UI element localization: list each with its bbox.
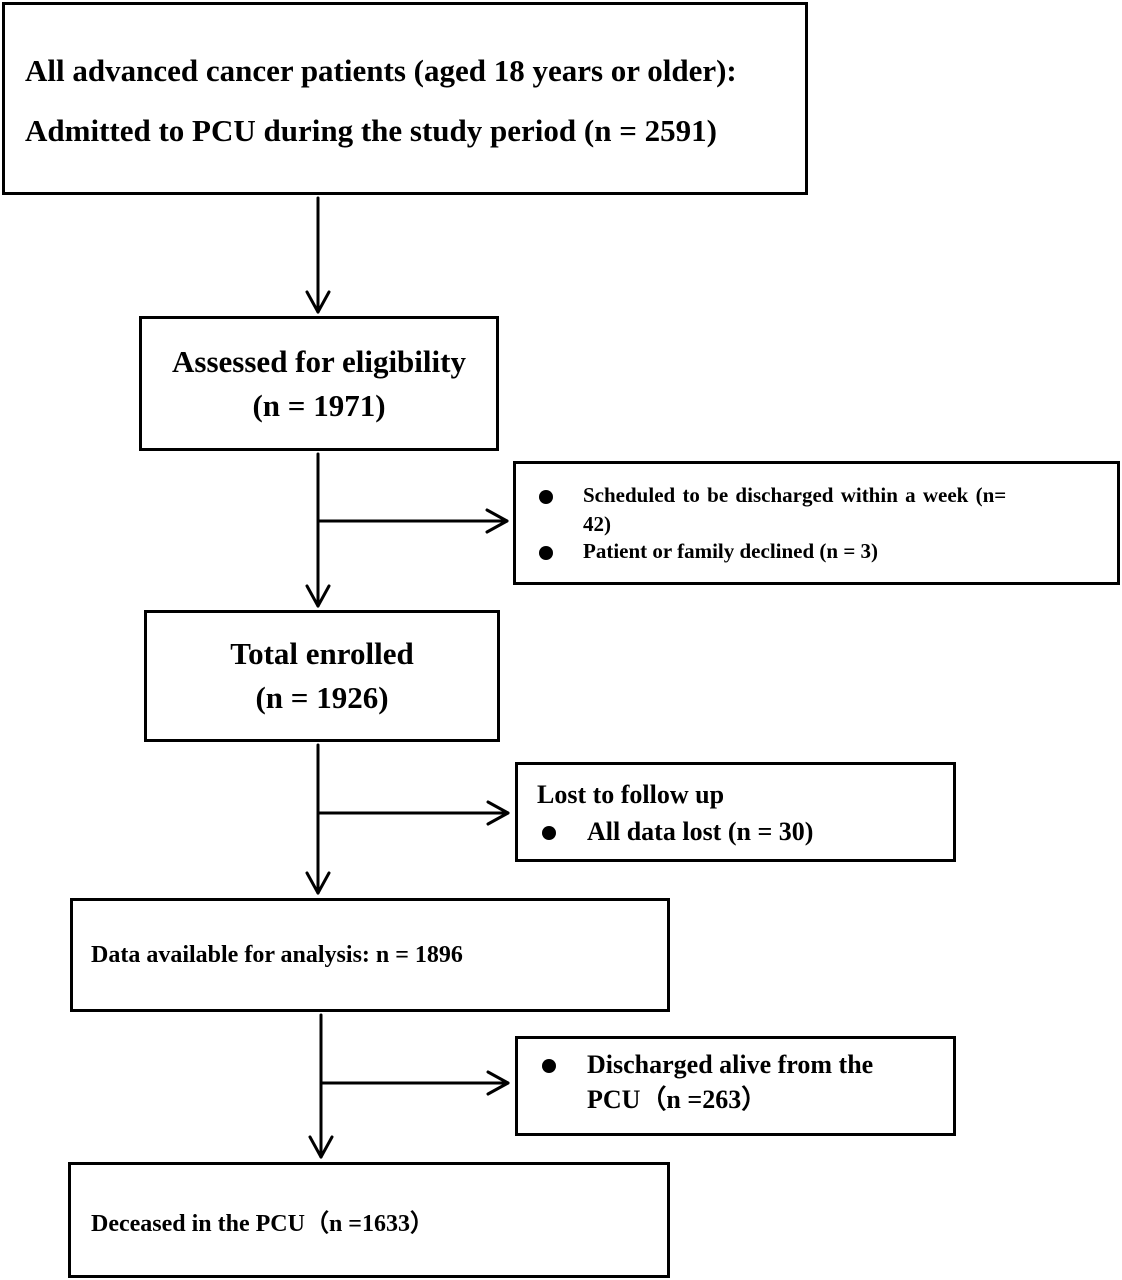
all-patients-box: All advanced cancer patients (aged 18 ye… [2, 2, 808, 195]
lost-heading: Lost to follow up [537, 780, 725, 809]
all-patients-line1: All advanced cancer patients (aged 18 ye… [25, 53, 737, 88]
enrolled-box: Total enrolled (n = 1926) [144, 610, 500, 742]
data-available-box: Data available for analysis: n = 1896 [70, 898, 670, 1012]
lost-item-1: All data lost (n = 30) [587, 817, 814, 846]
exclusion-1-item-1-line1: Scheduled to be discharged within a week… [583, 483, 1007, 507]
bullet-icon [539, 490, 553, 504]
arrowhead-exclusion-1 [485, 508, 509, 534]
assessed-line1: Assessed for eligibility [172, 343, 466, 379]
all-patients-line2: Admitted to PCU during the study period … [25, 113, 717, 148]
bullet-icon [542, 1059, 556, 1073]
discharged-line1: Discharged alive from the [587, 1050, 874, 1079]
exclusion-1-item-2: Patient or family declined (n = 3) [583, 539, 879, 563]
bullet-icon [539, 546, 553, 560]
lost-to-follow-up-box: Lost to follow up All data lost (n = 30) [515, 762, 956, 862]
assessed-line2: (n = 1971) [252, 387, 386, 423]
deceased-text: Deceased in the PCU（n =1633） [91, 1210, 434, 1237]
arrowhead-assessed [305, 290, 331, 314]
arrowhead-enrolled [305, 584, 331, 608]
discharged-box: Discharged alive from the PCU（n =263） [515, 1036, 956, 1136]
deceased-box: Deceased in the PCU（n =1633） [68, 1162, 670, 1278]
assessed-box: Assessed for eligibility (n = 1971) [139, 316, 499, 451]
data-available-text: Data available for analysis: n = 1896 [91, 941, 463, 968]
discharged-line2: PCU（n =263） [587, 1085, 768, 1114]
exclusion-box-1: Scheduled to be discharged within a week… [513, 461, 1120, 585]
arrowhead-discharged [486, 1070, 510, 1096]
arrowhead-lost [486, 800, 510, 826]
exclusion-1-item-1-line2: 42) [583, 512, 611, 536]
bullet-icon [542, 826, 556, 840]
enrolled-line2: (n = 1926) [255, 680, 389, 715]
arrowhead-available [305, 871, 331, 895]
arrowhead-deceased [308, 1135, 334, 1159]
enrolled-line1: Total enrolled [230, 636, 414, 671]
